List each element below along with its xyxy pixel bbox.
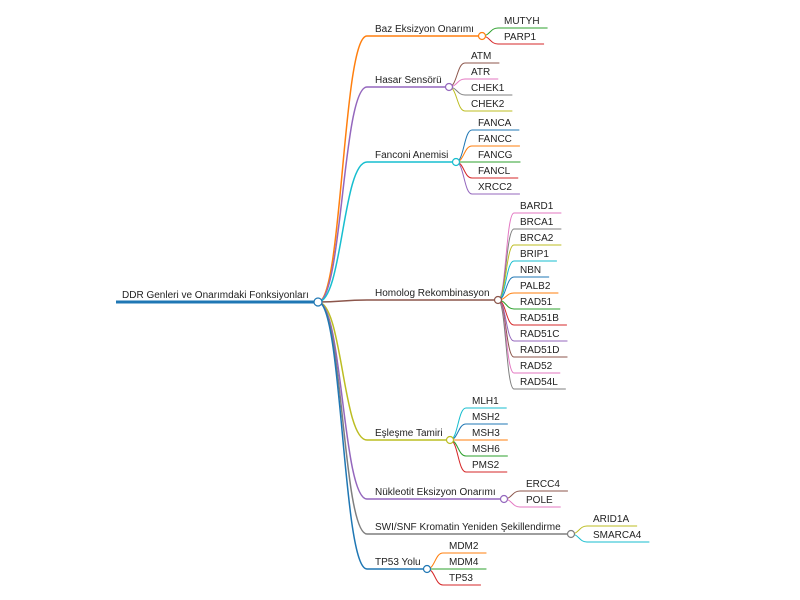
branch-node-eslesme-tamiri[interactable] — [445, 435, 455, 445]
leaf-label-pms2: PMS2 — [472, 460, 500, 471]
leaf-link-xrcc2 — [455, 161, 473, 195]
branch-label-tp53-yolu: TP53 Yolu — [375, 557, 421, 568]
leaf-label-rad51: RAD51 — [520, 297, 553, 308]
branch-link-eslesme-tamiri — [317, 301, 368, 441]
branch-link-tp53-yolu — [317, 301, 368, 570]
leaf-label-nbn: NBN — [520, 265, 541, 276]
branch-label-swi-snf-kromatin-yeniden-sekillendirme: SWI/SNF Kromatin Yeniden Şekillendirme — [375, 522, 561, 533]
leaf-label-atm: ATM — [471, 51, 491, 62]
branch-label-nukleotit-eksizyon-onarimi: Nükleotit Eksizyon Onarımı — [375, 487, 496, 498]
leaf-label-chek2: CHEK2 — [471, 99, 505, 110]
leaf-label-mdm2: MDM2 — [449, 541, 479, 552]
leaf-label-fancl: FANCL — [478, 166, 511, 177]
leaf-label-rad51d: RAD51D — [520, 345, 559, 356]
branch-node-swi-snf-kromatin-yeniden-sekillendirme[interactable] — [566, 529, 576, 539]
leaf-label-rad52: RAD52 — [520, 361, 553, 372]
branch-node-hasar-sensoru[interactable] — [444, 82, 454, 92]
mindmap-links — [116, 27, 650, 586]
root-node[interactable] — [313, 297, 323, 307]
mindmap-nodes: DDR Genleri ve Onarımdaki Fonksiyonları B… — [122, 16, 642, 584]
branch-node-baz-eksizyon-onarimi[interactable] — [477, 31, 487, 41]
leaf-label-chek1: CHEK1 — [471, 83, 505, 94]
branch-link-nukleotit-eksizyon-onarimi — [317, 301, 368, 500]
branch-label-hasar-sensoru: Hasar Sensörü — [375, 75, 442, 86]
leaf-label-brca2: BRCA2 — [520, 233, 554, 244]
leaf-link-mlh1 — [449, 407, 467, 441]
leaf-label-fancg: FANCG — [478, 150, 513, 161]
branch-label-fanconi-anemisi: Fanconi Anemisi — [375, 150, 448, 161]
branch-link-homolog-rekombinasyon — [317, 299, 368, 303]
branch-label-homolog-rekombinasyon: Homolog Rekombinasyon — [375, 288, 490, 299]
branch-node-tp53-yolu[interactable] — [422, 564, 432, 574]
root-label: DDR Genleri ve Onarımdaki Fonksiyonları — [122, 290, 309, 301]
leaf-label-rad51b: RAD51B — [520, 313, 559, 324]
leaf-label-fancc: FANCC — [478, 134, 512, 145]
leaf-label-xrcc2: XRCC2 — [478, 182, 512, 193]
leaf-label-smarca4: SMARCA4 — [593, 530, 642, 541]
branch-link-fanconi-anemisi — [317, 161, 368, 303]
leaf-label-mdm4: MDM4 — [449, 557, 479, 568]
branch-node-fanconi-anemisi[interactable] — [451, 157, 461, 167]
leaf-label-rad54l: RAD54L — [520, 377, 558, 388]
leaf-label-msh2: MSH2 — [472, 412, 500, 423]
leaf-label-palb2: PALB2 — [520, 281, 551, 292]
branch-label-baz-eksizyon-onarimi: Baz Eksizyon Onarımı — [375, 24, 474, 35]
branch-link-baz-eksizyon-onarimi — [317, 35, 368, 303]
leaf-label-arid1a: ARID1A — [593, 514, 629, 525]
leaf-label-rad51c: RAD51C — [520, 329, 559, 340]
leaf-label-brip1: BRIP1 — [520, 249, 549, 260]
leaf-label-bard1: BARD1 — [520, 201, 554, 212]
leaf-label-msh6: MSH6 — [472, 444, 500, 455]
branch-label-eslesme-tamiri: Eşleşme Tamiri — [375, 428, 443, 439]
leaf-label-brca1: BRCA1 — [520, 217, 554, 228]
leaf-link-fanca — [455, 129, 473, 163]
leaf-label-ercc4: ERCC4 — [526, 479, 560, 490]
leaf-label-atr: ATR — [471, 67, 490, 78]
leaf-label-mutyh: MUTYH — [504, 16, 540, 27]
leaf-label-parp1: PARP1 — [504, 32, 536, 43]
leaf-link-pms2 — [449, 439, 467, 473]
branch-node-homolog-rekombinasyon[interactable] — [493, 295, 503, 305]
leaf-label-mlh1: MLH1 — [472, 396, 499, 407]
branch-node-nukleotit-eksizyon-onarimi[interactable] — [499, 494, 509, 504]
branch-link-swi-snf-kromatin-yeniden-sekillendirme — [317, 301, 368, 535]
leaf-label-msh3: MSH3 — [472, 428, 500, 439]
leaf-link-bard1 — [497, 212, 515, 301]
branch-link-hasar-sensoru — [317, 86, 368, 303]
leaf-label-fanca: FANCA — [478, 118, 512, 129]
leaf-label-pole: POLE — [526, 495, 553, 506]
leaf-label-tp53: TP53 — [449, 573, 473, 584]
